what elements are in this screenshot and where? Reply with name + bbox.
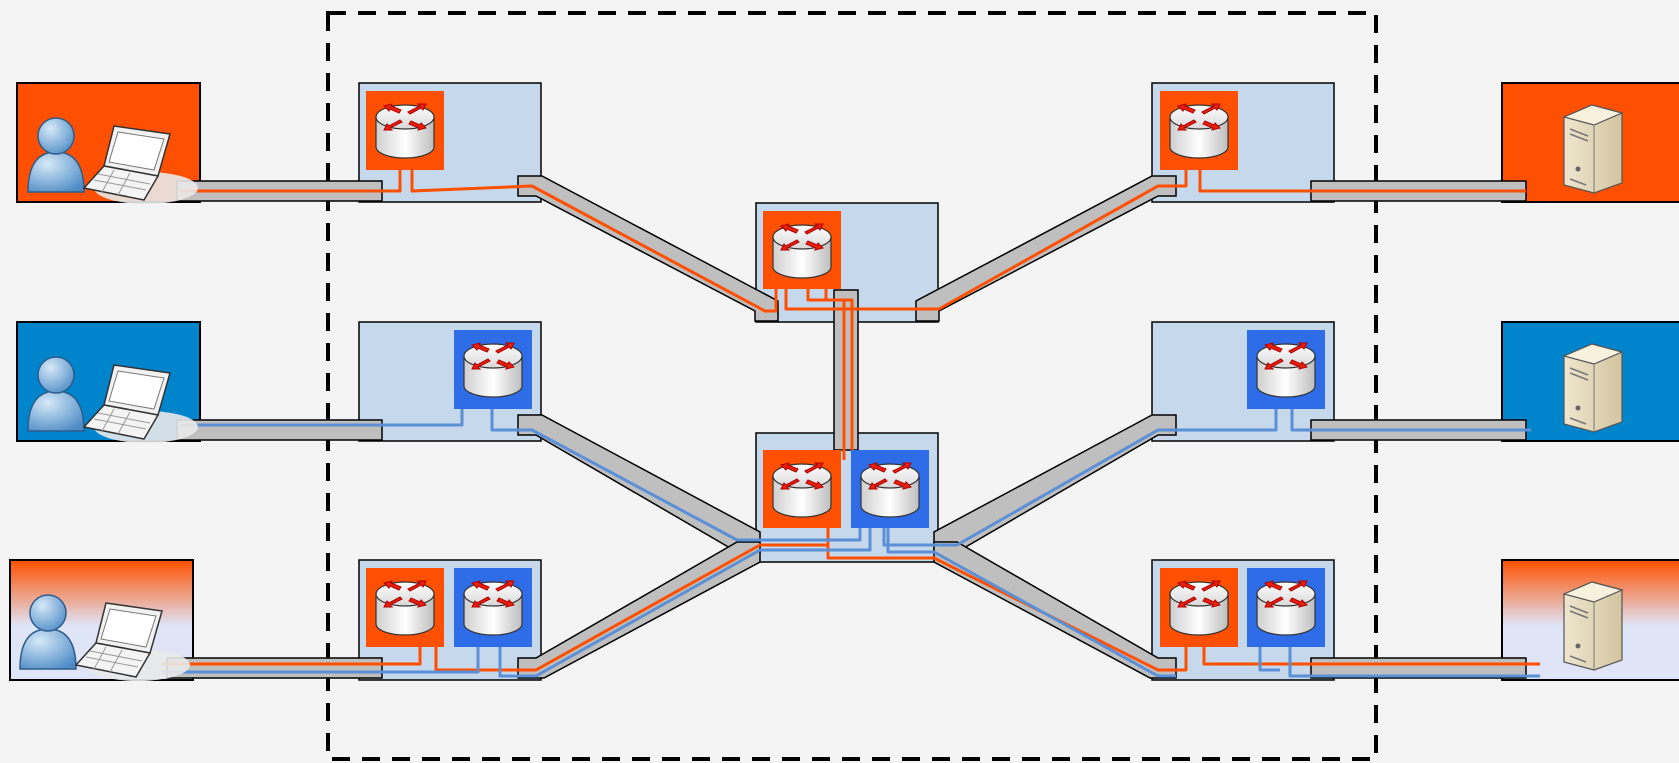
router-icon (463, 342, 523, 398)
path-orange-vertical (806, 284, 854, 460)
router-icon (1169, 103, 1229, 159)
link-client-bottom (166, 657, 383, 679)
path-orange-bottom (162, 524, 1540, 672)
router-icon (1256, 580, 1316, 636)
router-icon (375, 580, 435, 636)
path-orange-top-left (180, 164, 1526, 313)
router-icon (463, 580, 523, 636)
router-icon (1169, 580, 1229, 636)
link-client-middle (176, 419, 383, 441)
router-icon (860, 462, 920, 518)
path-blue-middle (180, 404, 1531, 547)
server-icon (1563, 343, 1623, 433)
link-center-vertical (833, 289, 859, 451)
router-icon (772, 462, 832, 518)
link-left-bottom-to-center-bottom (517, 541, 761, 679)
network-boundary (326, 11, 1378, 761)
router-icon (375, 103, 435, 159)
path-blue-bottom (162, 524, 1540, 678)
link-right-middle-to-center-bottom (933, 414, 1177, 553)
server-icon (1563, 581, 1623, 671)
link-right-bottom-to-center-bottom (933, 541, 1177, 679)
router-icon (772, 223, 832, 279)
server-icon (1563, 104, 1623, 194)
router-icon (1256, 342, 1316, 398)
